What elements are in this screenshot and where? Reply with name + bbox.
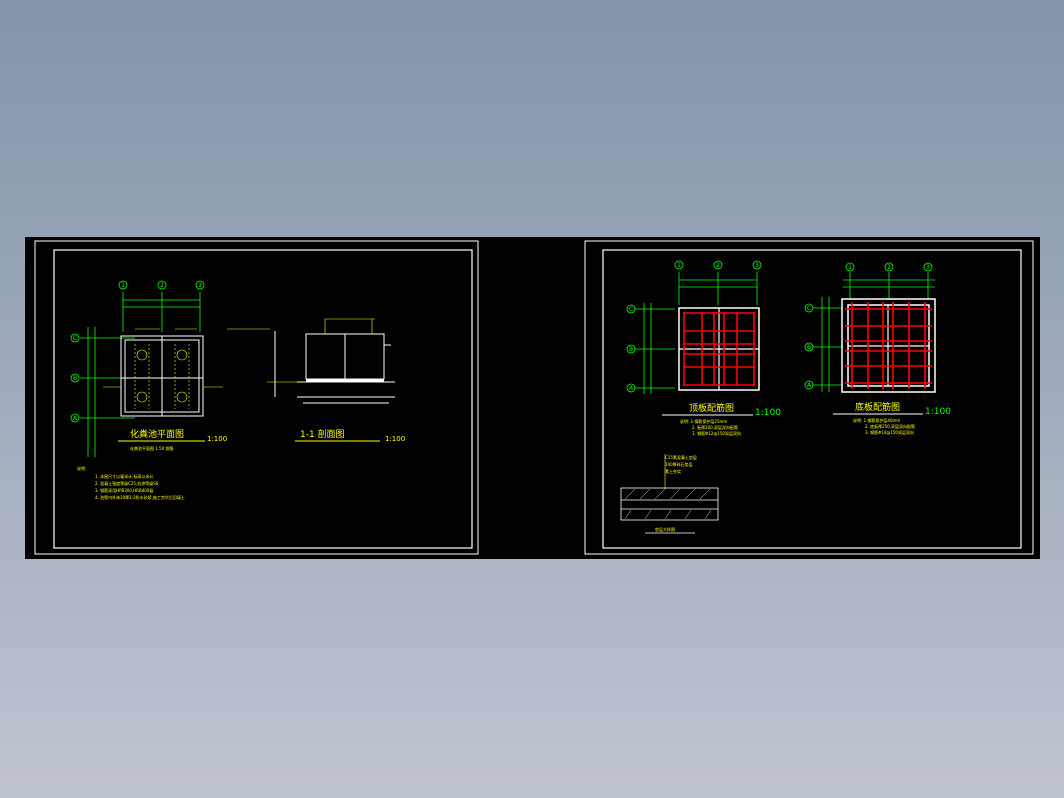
axis-label-3: 3 bbox=[755, 262, 759, 269]
axis-bubble-icon bbox=[70, 373, 80, 383]
section-title: 1-1 剖面图 bbox=[300, 428, 345, 440]
sheet-1-inner-frame bbox=[53, 249, 473, 549]
axis-bubble-icon bbox=[626, 383, 636, 393]
axis-bubble-icon bbox=[118, 280, 128, 290]
notes-heading: 说明: bbox=[77, 465, 86, 471]
note-line: C15素混凝土垫层 bbox=[665, 454, 697, 460]
top-slab-title: 顶板配筋图 bbox=[689, 402, 734, 414]
axis-label-b: B bbox=[73, 375, 77, 382]
note-line: 素土夯实 bbox=[665, 468, 681, 474]
note-line: 3. 钢筋采用HPB300,HRB400级 bbox=[95, 487, 153, 493]
sheet-1-outer-border bbox=[34, 240, 479, 555]
plan-subnote: 化粪池平面图 1:50 钢筋 bbox=[130, 445, 174, 451]
septic-tank-plan: 1 2 3 C B A bbox=[70, 280, 227, 500]
axis-label-b: B bbox=[807, 344, 811, 351]
axis-label-1: 1 bbox=[677, 262, 681, 269]
sheet-2-inner-frame bbox=[602, 249, 1022, 549]
note-line: 1. 本图尺寸以毫米计,标高以米计 bbox=[95, 473, 153, 479]
note-line: 3. 钢筋Φ12@150双层双向 bbox=[692, 430, 741, 436]
axis-bubble-icon bbox=[884, 262, 894, 272]
bottom-slab-title: 底板配筋图 bbox=[855, 401, 900, 413]
section-1-1: 1-1 剖面图 1:100 bbox=[227, 318, 405, 443]
axis-bubble-icon bbox=[195, 280, 205, 290]
axis-bubble-icon bbox=[804, 380, 814, 390]
bottom-slab-scale: 1:100 bbox=[925, 407, 951, 417]
top-slab-scale: 1:100 bbox=[755, 408, 781, 418]
note-line: 4. 池壁内外抹20厚1:2防水砂浆,施工完毕后回填土 bbox=[95, 494, 185, 500]
note-line: 2. 底板厚250,双层双向配筋 bbox=[865, 423, 915, 429]
axis-bubble-icon bbox=[804, 342, 814, 352]
axis-bubble-icon bbox=[674, 260, 684, 270]
sheet-2-outer-border bbox=[584, 240, 1034, 555]
bottom-slab-rebar-plan: 1 2 3 C B A 底板配筋图 1:100 bbox=[804, 262, 951, 435]
cad-viewport[interactable]: 1 2 3 C B A bbox=[25, 237, 1040, 559]
axis-bubble-icon bbox=[845, 262, 855, 272]
detail-title: 垫层大样图 bbox=[655, 526, 675, 532]
plan-title: 化粪池平面图 bbox=[130, 428, 184, 440]
axis-bubble-icon bbox=[804, 303, 814, 313]
axis-bubble-icon bbox=[70, 333, 80, 343]
sheet-2: 1 2 3 C B A 顶板配筋图 1:100 说明: 1. bbox=[584, 240, 1034, 555]
axis-label-2: 2 bbox=[716, 262, 720, 269]
note-line: 2. 板厚200,双层双向配筋 bbox=[692, 424, 738, 430]
axis-label-a: A bbox=[807, 382, 812, 389]
axis-bubble-icon bbox=[626, 304, 636, 314]
axis-label-c: C bbox=[807, 305, 811, 312]
cushion-detail: C15素混凝土垫层 100厚碎石垫层 素土夯实 垫层大样图 bbox=[620, 454, 719, 534]
note-line: 3. 钢筋Φ14@150双层双向 bbox=[865, 429, 914, 435]
axis-label-1: 1 bbox=[848, 264, 852, 271]
section-scale: 1:100 bbox=[385, 435, 405, 443]
cad-drawing-canvas[interactable]: 1 2 3 C B A bbox=[25, 237, 1040, 559]
axis-bubble-icon bbox=[70, 413, 80, 423]
note-line: 说明: 1.钢筋保护层40mm bbox=[853, 417, 900, 423]
axis-bubble-icon bbox=[713, 260, 723, 270]
note-line: 2. 混凝土强度等级C25,抗渗等级S6 bbox=[95, 480, 159, 486]
axis-label-1: 1 bbox=[121, 282, 125, 289]
note-line: 说明: 1.钢筋保护层25mm bbox=[680, 418, 727, 424]
axis-bubble-icon bbox=[752, 260, 762, 270]
note-line: 100厚碎石垫层 bbox=[665, 461, 693, 467]
sheet-1: 1 2 3 C B A bbox=[34, 240, 479, 555]
axis-label-2: 2 bbox=[887, 264, 891, 271]
axis-label-a: A bbox=[73, 415, 78, 422]
axis-bubble-icon bbox=[923, 262, 933, 272]
axis-label-c: C bbox=[73, 335, 77, 342]
axis-bubble-icon bbox=[157, 280, 167, 290]
axis-label-3: 3 bbox=[926, 264, 930, 271]
plan-scale: 1:100 bbox=[207, 435, 227, 443]
axis-label-2: 2 bbox=[160, 282, 164, 289]
axis-label-c: C bbox=[629, 306, 633, 313]
axis-label-b: B bbox=[629, 346, 633, 353]
axis-bubble-icon bbox=[626, 344, 636, 354]
axis-label-3: 3 bbox=[198, 282, 202, 289]
axis-label-a: A bbox=[629, 385, 634, 392]
top-slab-rebar-plan: 1 2 3 C B A 顶板配筋图 1:100 说明: 1. bbox=[626, 260, 781, 436]
